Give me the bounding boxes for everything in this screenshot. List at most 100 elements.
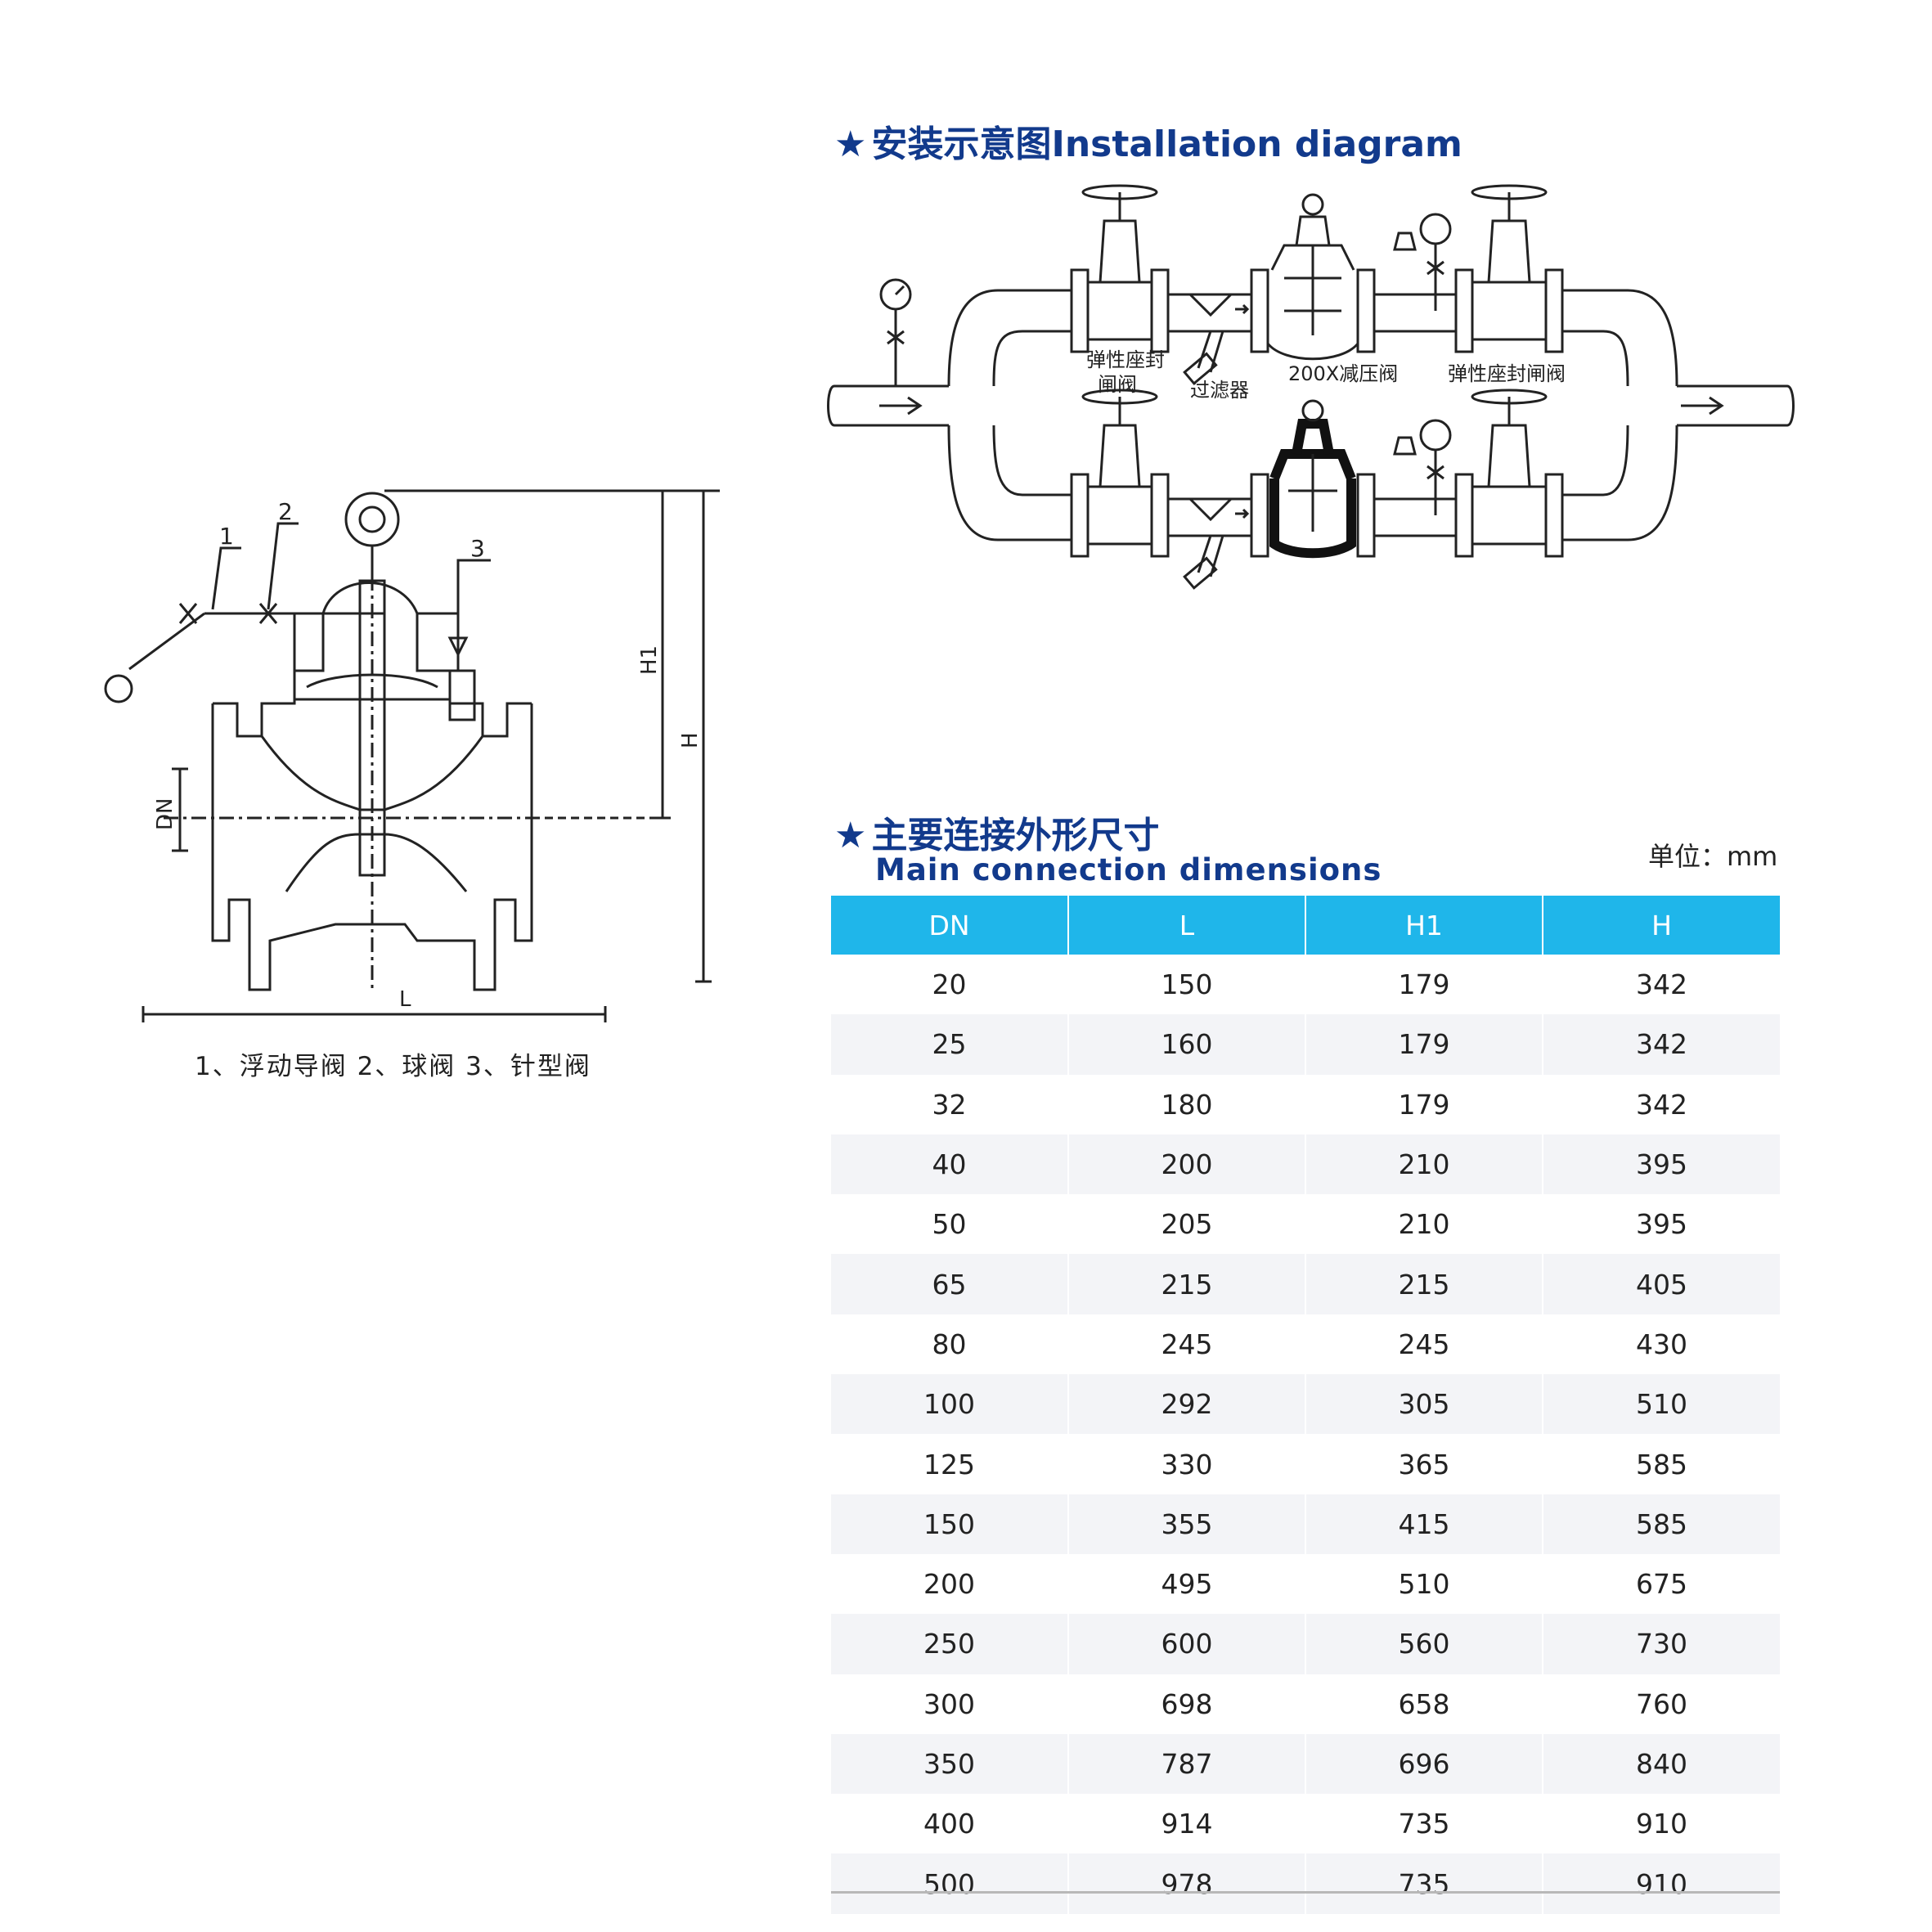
gate-valve-1-label-line2: 闸阀 (1098, 373, 1137, 396)
callout-2: 2 (278, 498, 293, 525)
cell-h1: 658 (1305, 1674, 1543, 1734)
cell-l: 200 (1068, 1134, 1306, 1195)
cell-l: 160 (1068, 1014, 1306, 1075)
cell-dn: 200 (831, 1553, 1069, 1615)
cell-h: 840 (1543, 1733, 1780, 1795)
cell-dn: 150 (831, 1494, 1069, 1554)
cell-l: 215 (1068, 1254, 1306, 1314)
table-header-row: DN L H1 H (831, 896, 1780, 955)
cell-h1: 560 (1305, 1614, 1543, 1674)
cell-h1: 245 (1305, 1314, 1543, 1375)
cell-dn: 32 (831, 1074, 1069, 1134)
cell-h1: 215 (1305, 1254, 1543, 1314)
cell-dn: 250 (831, 1614, 1069, 1674)
cell-l: 978 (1068, 1853, 1306, 1914)
cell-dn: 300 (831, 1674, 1069, 1734)
cell-h1: 305 (1305, 1374, 1543, 1435)
cell-l: 698 (1068, 1674, 1306, 1734)
cell-l: 245 (1068, 1314, 1306, 1375)
cell-l: 292 (1068, 1374, 1306, 1435)
cell-h: 910 (1543, 1853, 1780, 1914)
cell-h1: 735 (1305, 1794, 1543, 1854)
cell-dn: 80 (831, 1314, 1069, 1375)
gate-valve-2-label: 弹性座封闸阀 (1448, 362, 1566, 385)
cell-h: 405 (1543, 1254, 1780, 1314)
cell-dn: 500 (831, 1853, 1069, 1914)
cell-h: 342 (1543, 1014, 1780, 1075)
cell-h: 910 (1636, 1808, 1687, 1840)
cell-dn: 350 (831, 1733, 1069, 1795)
cell-l: 330 (1068, 1434, 1306, 1494)
cell-l: 355 (1068, 1494, 1306, 1554)
header-h: H (1543, 896, 1780, 955)
cell-dn: 65 (831, 1254, 1069, 1314)
cell-l: 787 (1068, 1733, 1306, 1795)
cell-h1: 735 (1305, 1853, 1543, 1914)
cell-h1: 415 (1305, 1494, 1543, 1554)
cell-l: 150 (1068, 955, 1306, 1015)
cell-h: 675 (1636, 1568, 1687, 1601)
h1-label: H1 (637, 645, 662, 675)
dimensions-heading: ★主要连接外形尺寸 (834, 806, 1159, 858)
cell-l: 600 (1068, 1614, 1306, 1674)
installation-diagram: 弹性座封 闸阀 过滤器 200X减压阀 弹性座封闸阀 (827, 184, 1795, 590)
star-icon: ★ (834, 815, 867, 856)
dn-label: DN (153, 798, 177, 830)
cell-h: 730 (1543, 1614, 1780, 1674)
gate-valve-1-label-line1: 弹性座封 (1086, 348, 1165, 371)
cell-l: 495 (1068, 1553, 1306, 1615)
cell-h1: 510 (1305, 1553, 1543, 1615)
cell-h: 585 (1636, 1448, 1687, 1480)
installation-heading-text: 安装示意图Installation diagram (871, 124, 1462, 165)
header-dn: DN (831, 896, 1069, 955)
l-label: L (399, 987, 411, 1012)
table-bottom-divider (831, 1891, 1780, 1894)
cell-h1: 179 (1305, 1074, 1543, 1134)
cell-h1: 179 (1305, 1014, 1543, 1075)
header-h1: H1 (1305, 896, 1543, 955)
cell-h: 342 (1636, 968, 1687, 1001)
cell-h: 342 (1636, 1088, 1687, 1121)
callout-1: 1 (219, 523, 234, 550)
cell-h: 510 (1543, 1374, 1780, 1435)
installation-diagram-heading: ★安装示意图Installation diagram (834, 115, 1462, 167)
valve-section-drawing: 1 2 3 DN H1 H L (104, 489, 720, 1022)
strainer-label: 过滤器 (1190, 379, 1249, 402)
cell-h1: 210 (1305, 1134, 1543, 1195)
dimensions-heading-text: 主要连接外形尺寸 (871, 815, 1160, 856)
cell-h: 585 (1543, 1494, 1780, 1554)
header-l: L (1068, 896, 1306, 955)
cell-dn: 100 (831, 1374, 1069, 1435)
cell-l: 205 (1068, 1194, 1306, 1255)
cell-h1: 179 (1305, 955, 1543, 1015)
cell-h: 395 (1636, 1208, 1687, 1241)
cell-l: 180 (1068, 1074, 1306, 1134)
cell-h1: 696 (1305, 1733, 1543, 1795)
cell-dn: 50 (831, 1194, 1069, 1255)
cell-dn: 40 (831, 1134, 1069, 1195)
h-label: H (678, 732, 703, 748)
cell-dn: 20 (831, 955, 1069, 1015)
dimensions-heading-english: Main connection dimensions (875, 852, 1382, 887)
cell-h: 395 (1543, 1134, 1780, 1195)
cell-l: 914 (1068, 1794, 1306, 1854)
cell-h1: 210 (1305, 1194, 1543, 1255)
unit-label: 单位：mm (1648, 841, 1778, 872)
cell-h1: 365 (1305, 1434, 1543, 1494)
